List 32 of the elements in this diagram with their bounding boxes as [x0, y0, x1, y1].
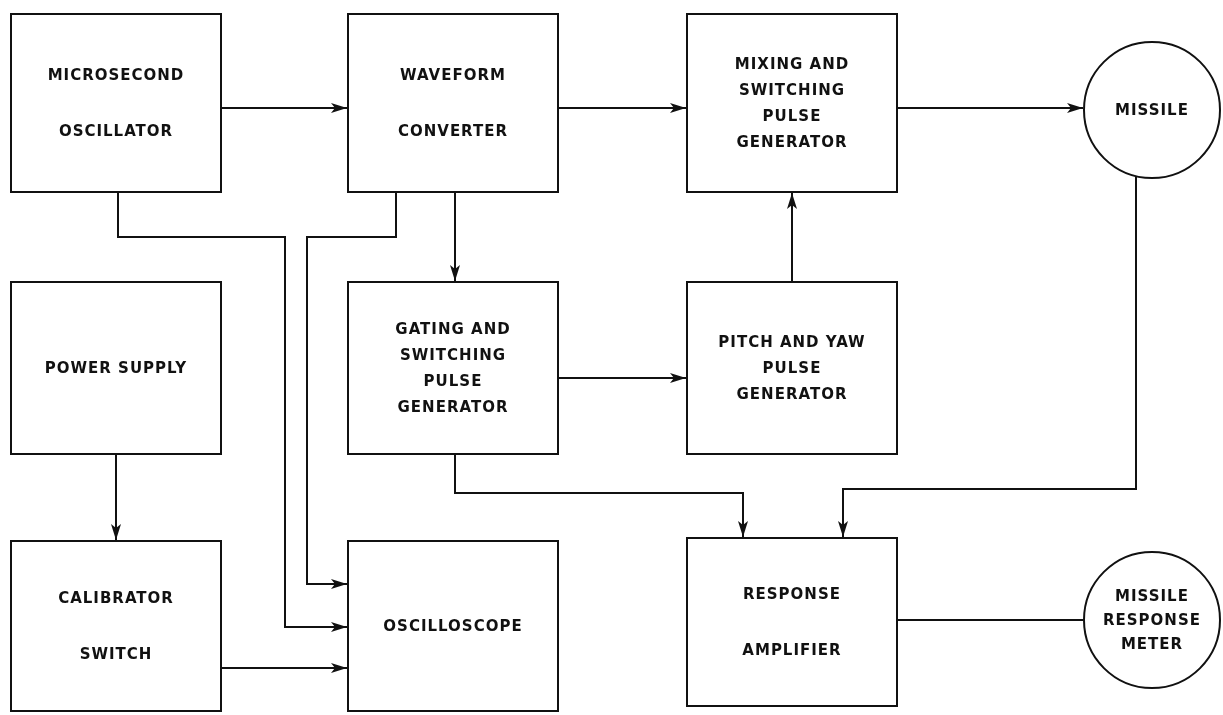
process-box	[347, 540, 559, 712]
connector-arrow	[558, 373, 687, 383]
connector-arrow	[306, 192, 397, 589]
connector-arrow	[111, 454, 121, 541]
node-label: OSCILLOSCOPE	[382, 616, 524, 637]
process-box	[686, 537, 898, 707]
process-box	[10, 13, 222, 193]
node-label: WAVEFORM CONVERTER	[396, 65, 510, 142]
connector-arrow	[838, 176, 1137, 538]
process-box	[347, 281, 559, 455]
connector-arrow	[558, 103, 687, 113]
node-label: GATING AND SWITCHING PULSE GENERATOR	[394, 319, 512, 418]
node-label: CALIBRATOR SWITCH	[57, 588, 175, 665]
process-box	[686, 281, 898, 455]
connector-arrow	[787, 192, 797, 282]
node-label: PITCH AND YAW PULSE GENERATOR	[717, 332, 867, 405]
connector-arrow	[450, 192, 460, 282]
node-label: MISSILE	[1114, 100, 1190, 121]
connector-arrow	[221, 663, 348, 673]
node-label: POWER SUPPLY	[43, 358, 189, 379]
process-box	[10, 540, 222, 712]
node-label: MIXING AND SWITCHING PULSE GENERATOR	[733, 54, 851, 153]
connector-arrow	[454, 454, 748, 538]
process-box	[10, 281, 222, 455]
connector-arrow	[221, 103, 348, 113]
node-label: MICROSECOND OSCILLATOR	[46, 65, 186, 142]
connector-arrow	[117, 192, 348, 632]
node-label: MISSILE RESPONSE METER	[1102, 586, 1202, 655]
connector-arrow	[897, 103, 1085, 113]
process-box	[347, 13, 559, 193]
process-box	[686, 13, 898, 193]
node-label: RESPONSE AMPLIFIER	[741, 584, 843, 661]
